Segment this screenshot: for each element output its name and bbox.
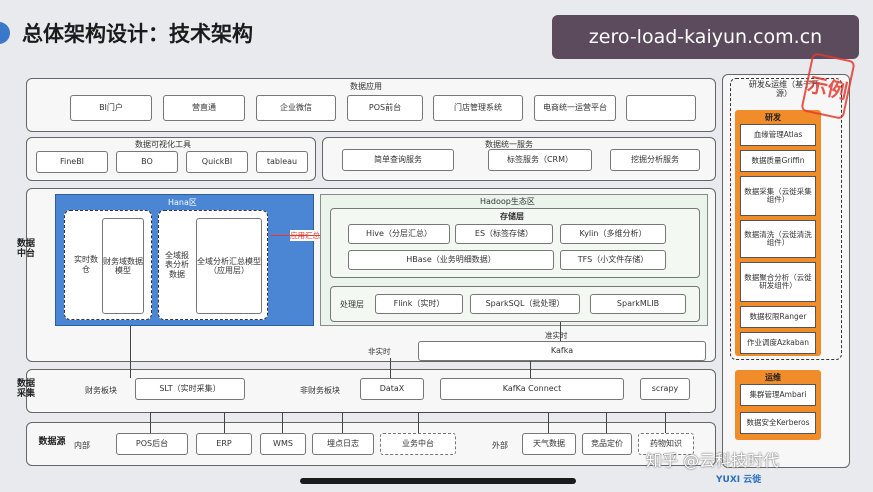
ops-dashed-area <box>730 78 842 360</box>
page-title: 总体架构设计：技术架构 <box>22 22 253 46</box>
finance-label: 财务板块 <box>85 386 117 395</box>
data-app-title: 数据应用 <box>350 82 382 91</box>
viz-title: 数据可视化工具 <box>135 140 191 149</box>
src-business-platform: 业务中台 <box>380 433 456 455</box>
non-realtime-label: 非实时 <box>368 347 391 356</box>
connector-line <box>282 412 283 433</box>
dev-ranger: 数据权限Ranger <box>740 306 816 328</box>
storage-title: 存储层 <box>500 212 524 221</box>
src-competitor-price: 竞品定价 <box>582 433 632 455</box>
process-sparkmlib: SparkMLIB <box>590 294 686 314</box>
dev-atlas: 血缘管理Atlas <box>740 124 816 146</box>
process-sparksql: SparkSQL（批处理） <box>470 294 580 314</box>
url-watermark: zero-load-kaiyun.com.cn <box>552 15 859 59</box>
storage-hive: Hive（分层汇总） <box>348 224 450 244</box>
connector-line <box>548 412 549 433</box>
src-pos-backend: POS后台 <box>116 433 188 455</box>
hana-summary-model: 全域分析汇总模型（应用层） <box>196 218 262 314</box>
process-title: 处理层 <box>340 300 364 309</box>
src-tracking-log: 埋点日志 <box>312 433 374 455</box>
title-accent-marker <box>0 22 10 44</box>
src-erp: ERP <box>196 433 252 455</box>
ops-title: 研发&运维（基于开源） <box>748 80 820 99</box>
collect-scrapy: scrapy <box>640 378 690 400</box>
quasi-realtime-label: 准实时 <box>545 331 568 340</box>
footer-brand: YUXI 云徙 <box>716 475 762 485</box>
connector-line <box>150 412 151 433</box>
connector-line <box>418 412 419 433</box>
dev-title: 研发 <box>765 113 781 122</box>
ops-ambari: 集群管理Ambari <box>740 384 816 406</box>
connector-line <box>150 412 690 413</box>
connector-line <box>342 412 343 433</box>
app-ying-zhitong: 营直通 <box>163 95 245 121</box>
svc-tag: 标签服务（CRM） <box>488 149 592 171</box>
process-flink: Flink（实时） <box>375 294 463 314</box>
collect-datax: DataX <box>360 378 424 400</box>
storage-kylin: Kylin（多维分析） <box>560 224 666 244</box>
middle-side-label: 数据中台 <box>16 239 35 259</box>
zhihu-watermark: 知乎 @云科技时代 <box>646 451 780 470</box>
app-pos-front: POS前台 <box>347 95 423 121</box>
ops-sub-title: 运维 <box>765 373 781 382</box>
dev-aggregation: 数据聚合分析（云徙研发组件） <box>740 262 816 302</box>
connector-line <box>390 358 391 378</box>
src-weather: 天气数据 <box>522 433 576 455</box>
dev-cleansing: 数据清洗（云徙清洗组件） <box>740 220 816 258</box>
home-indicator-bar <box>300 478 576 484</box>
src-drug-knowledge: 药物知识 <box>638 433 694 455</box>
connector-line <box>560 322 561 341</box>
apply-summary-arrow <box>270 235 320 236</box>
viz-finebi: FineBI <box>36 151 108 173</box>
svc-mining: 挖掘分析服务 <box>610 149 700 171</box>
app-placeholder <box>626 95 696 121</box>
hana-report-data: 全域报表分析数据 <box>165 250 189 279</box>
source-internal-label: 内部 <box>74 441 90 450</box>
hadoop-title: Hadoop生态区 <box>480 197 535 206</box>
app-store-mgmt: 门店管理系统 <box>433 95 523 121</box>
viz-tableau: tableau <box>256 151 308 173</box>
storage-tfs: TFS（小文件存储） <box>560 250 666 270</box>
app-bi-portal: BI门户 <box>70 95 152 121</box>
connector-line <box>130 326 131 378</box>
viz-bo: BO <box>116 151 178 173</box>
hana-finance-model: 财务域数据模型 <box>102 218 144 314</box>
storage-es: ES（标签存储） <box>455 224 553 244</box>
ops-kerberos: 数据安全Kerberos <box>740 412 816 434</box>
dev-griffin: 数据质量Griffin <box>740 150 816 172</box>
dev-azkaban: 作业调度Azkaban <box>740 332 816 354</box>
hana-realtime-dw: 实时数仓 <box>74 255 98 274</box>
service-title: 数据统一服务 <box>485 140 533 149</box>
connector-line <box>606 412 607 433</box>
dev-collect: 数据采集（云徙采集组件） <box>740 176 816 216</box>
app-ecom-platform: 电商统一运营平台 <box>534 95 616 121</box>
storage-hbase: HBase（业务明细数据） <box>348 250 554 270</box>
hana-title: Hana区 <box>168 198 197 207</box>
viz-quickbi: QuickBI <box>186 151 248 173</box>
source-side-label: 数据源 <box>38 437 66 447</box>
connector-line <box>530 361 531 378</box>
collect-kafka-connect: KafKa Connect <box>440 378 624 400</box>
kafka-box: Kafka <box>418 341 706 361</box>
connector-line <box>224 412 225 433</box>
collect-slt: SLT（实时采集） <box>135 378 245 400</box>
svc-simple-query: 简单查询服务 <box>342 149 454 171</box>
src-wms: WMS <box>260 433 306 455</box>
collect-side-label: 数据采集 <box>16 379 35 399</box>
connector-line <box>665 412 666 433</box>
source-external-label: 外部 <box>492 441 508 450</box>
app-wecom: 企业微信 <box>256 95 336 121</box>
nonfinance-label: 非财务板块 <box>300 386 340 395</box>
